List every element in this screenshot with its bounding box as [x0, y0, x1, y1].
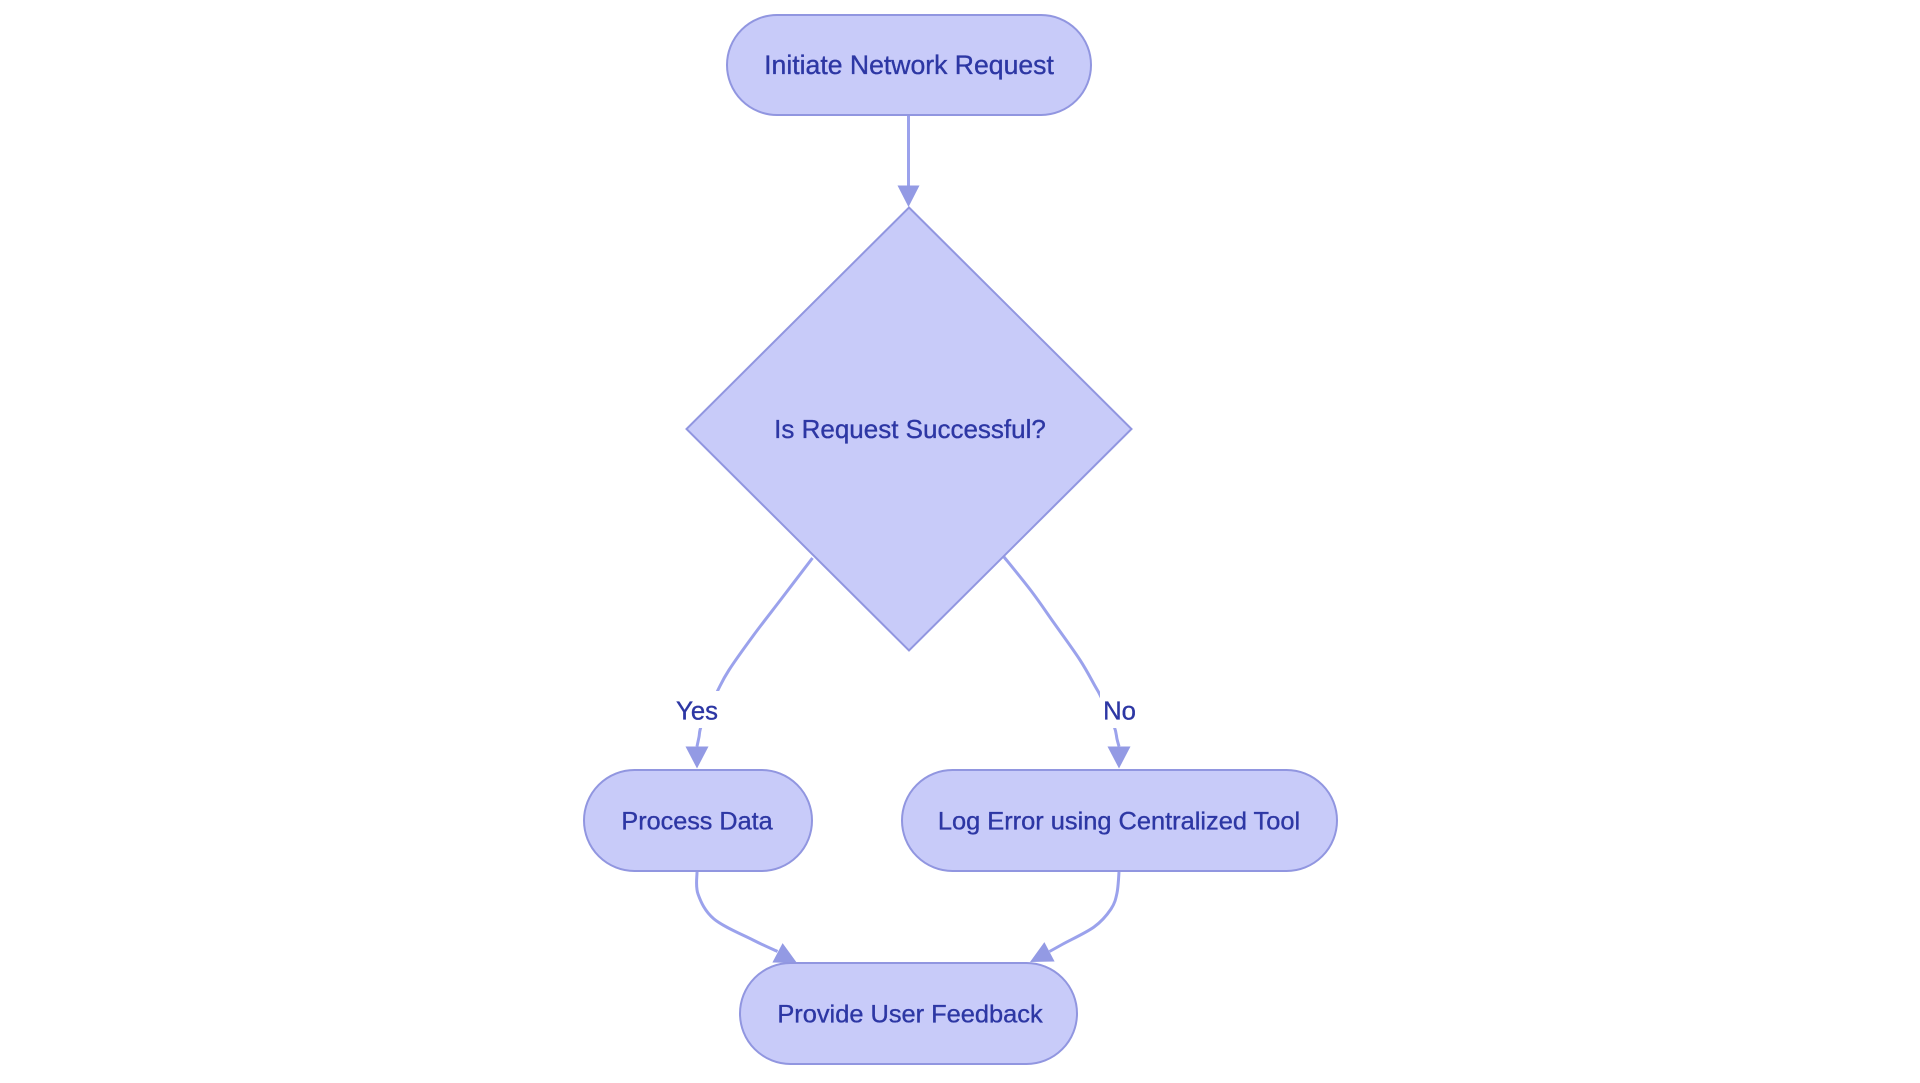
svg-text:Initiate Network Request: Initiate Network Request — [764, 50, 1054, 80]
svg-text:Provide User Feedback: Provide User Feedback — [777, 1001, 1043, 1029]
svg-text:Process Data: Process Data — [621, 808, 773, 836]
svg-text:Is Request Successful?: Is Request Successful? — [774, 414, 1046, 444]
svg-text:Log Error using Centralized To: Log Error using Centralized Tool — [938, 808, 1300, 836]
svg-text:No: No — [1103, 698, 1136, 726]
svg-text:Yes: Yes — [676, 698, 718, 726]
